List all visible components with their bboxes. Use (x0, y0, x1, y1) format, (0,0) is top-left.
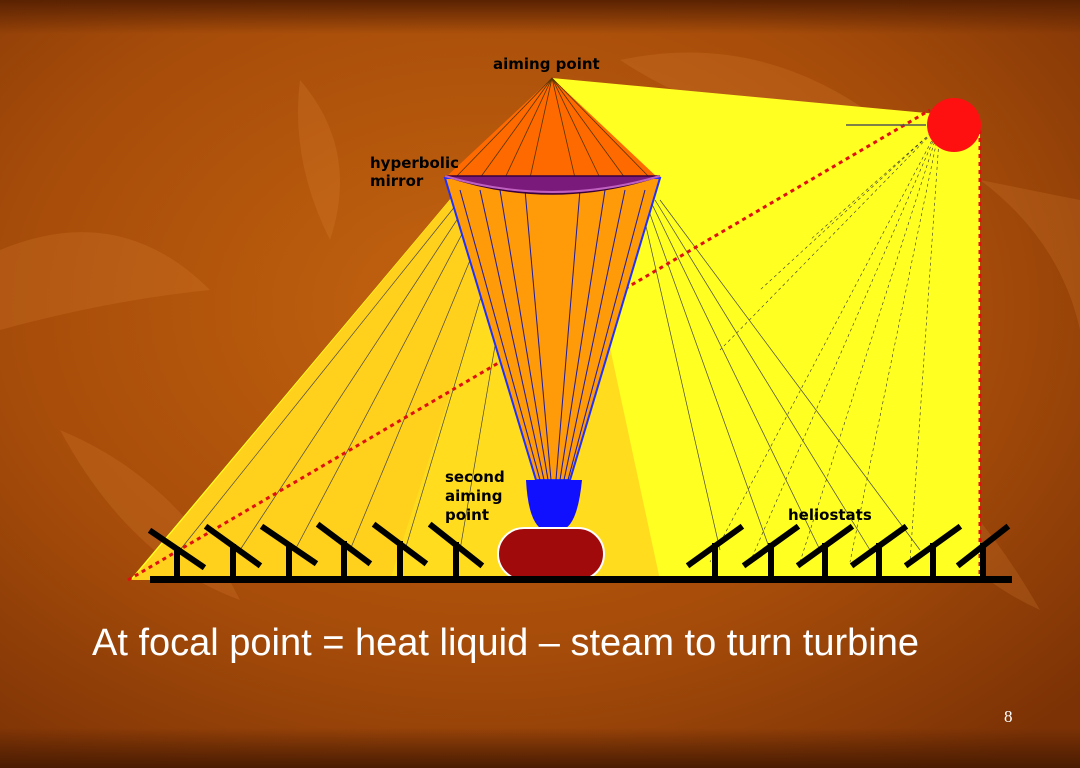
label-hyperbolic-mirror-2: mirror (370, 172, 424, 190)
heliostat (903, 523, 963, 581)
sun (927, 98, 981, 152)
label-second-aiming-point-3: point (445, 506, 489, 524)
slide-caption: At focal point = heat liquid – steam to … (92, 622, 920, 664)
label-aiming-point: aiming point (493, 55, 600, 73)
heliostat (685, 523, 745, 581)
label-heliostats: heliostats (788, 506, 872, 524)
sun-rays (709, 124, 941, 563)
heliostats-left (147, 521, 485, 581)
heliostat (427, 521, 485, 581)
heliostat (849, 523, 909, 581)
heliostat (147, 527, 207, 581)
label-second-aiming-point-2: aiming (445, 487, 502, 505)
heliostat (795, 523, 855, 581)
left-light-band (132, 78, 552, 580)
solar-tower-diagram: aiming point hyperbolic mirror second ai… (127, 55, 1012, 583)
second-aiming-point-focus (526, 480, 582, 528)
reflected-rays (179, 199, 921, 551)
label-hyperbolic-mirror-1: hyperbolic (370, 154, 459, 172)
heliostats-right (685, 523, 1011, 581)
upper-cone-rays (454, 77, 651, 179)
heliostat (315, 521, 373, 581)
heliostat (741, 523, 801, 581)
ground (150, 576, 1012, 583)
heliostat (371, 521, 429, 581)
heliostat (259, 523, 319, 581)
heliostat (203, 523, 263, 581)
lower-cone-rays (459, 189, 646, 481)
heliostat (955, 523, 1011, 581)
label-second-aiming-point-1: second (445, 468, 505, 486)
receiver (497, 527, 605, 581)
page-number: 8 (1004, 707, 1013, 726)
